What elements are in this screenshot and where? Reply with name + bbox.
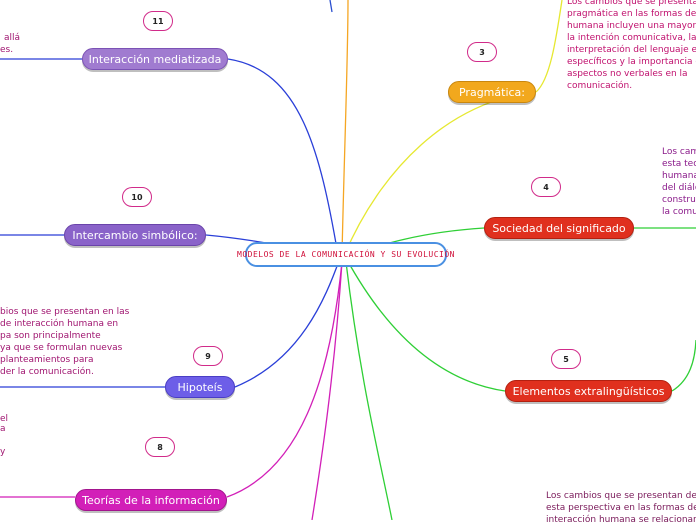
note-line: esta perspectiva en las formas de xyxy=(546,503,696,513)
note-line: humana incluyen una mayor at xyxy=(567,21,696,31)
link-teorias xyxy=(226,261,343,498)
link-top-blue xyxy=(329,0,333,13)
note-bottom: Los cambios que se presentan des esta pe… xyxy=(546,490,696,526)
note-line: allá xyxy=(4,33,21,43)
node-sociedad-significado[interactable]: Sociedad del significado xyxy=(484,217,634,239)
note-line: aspectos no verbales en la xyxy=(567,69,688,79)
note-line: constru xyxy=(662,195,696,205)
note-line: humana xyxy=(662,171,696,181)
note-line: pragmática en las formas de i xyxy=(567,9,696,19)
note-line: planteamientos para xyxy=(0,355,94,365)
link-hipotesis xyxy=(234,257,341,388)
badge-10: 10 xyxy=(122,187,152,207)
note-pragmatica: Los cambios que se presentan pragmática … xyxy=(567,0,696,92)
note-line: Los cambios que se presentan xyxy=(567,0,696,7)
badge-11: 11 xyxy=(143,11,173,31)
badge-8: 8 xyxy=(145,437,175,457)
badge-5: 5 xyxy=(551,349,581,369)
note-line: específicos y la importancia de xyxy=(567,57,696,67)
note-line: Los cam xyxy=(662,147,696,157)
link-elementos xyxy=(345,257,506,392)
note-line: interpretación del lenguaje en xyxy=(567,45,696,55)
node-teorias-informacion[interactable]: Teorías de la información xyxy=(75,489,227,511)
note-line: interacción humana se relacionan xyxy=(546,515,696,525)
link-top-orange xyxy=(341,0,349,256)
note-teorias-line-1: el xyxy=(0,414,9,424)
note-line: del diálo xyxy=(662,183,696,193)
note-teorias-line-2: a xyxy=(0,424,6,434)
link-elementos-note xyxy=(671,339,696,392)
link-bottom-pink xyxy=(311,261,343,520)
note-line: bios que se presentan en las xyxy=(0,307,130,317)
node-elementos-extralinguisticos[interactable]: Elementos extralingüísticos xyxy=(505,380,672,402)
note-line: comunicación. xyxy=(567,81,633,91)
badge-9: 9 xyxy=(193,346,223,366)
note-line: Los cambios que se presentan des xyxy=(546,491,696,501)
note-line: ya que se formulan nuevas xyxy=(0,343,123,353)
note-line: der la comunicación. xyxy=(0,367,94,377)
badge-3: 3 xyxy=(467,42,497,62)
note-interaccion: allá es. xyxy=(0,32,20,56)
note-line: pa son principalmente xyxy=(0,331,101,341)
node-intercambio-simbolico[interactable]: Intercambio simbólico: xyxy=(64,224,206,246)
note-line: de interacción humana en xyxy=(0,319,119,329)
badge-4: 4 xyxy=(531,177,561,197)
node-pragmatica[interactable]: Pragmática: xyxy=(448,81,536,103)
note-line: esta teo xyxy=(662,159,696,169)
link-bottom-green xyxy=(345,261,393,520)
node-interaccion-mediatizada[interactable]: Interacción mediatizada xyxy=(82,48,228,70)
note-sociedad: Los cam esta teo humana del diálo constr… xyxy=(662,146,696,218)
link-pragmatica-note xyxy=(535,0,563,93)
note-line: la intención comunicativa, la xyxy=(567,33,696,43)
note-line: la comu xyxy=(662,207,696,217)
note-line: es. xyxy=(0,45,14,55)
central-topic[interactable]: MODELOS DE LA COMUNICACIÓN Y SU EVOLUCIÓ… xyxy=(237,242,455,267)
note-hipotesis: bios que se presentan en las de interacc… xyxy=(0,306,129,378)
node-hipotesis[interactable]: Hipoteís xyxy=(165,376,235,398)
note-teorias-line-3: y xyxy=(0,447,6,457)
link-interaccion xyxy=(227,58,339,256)
